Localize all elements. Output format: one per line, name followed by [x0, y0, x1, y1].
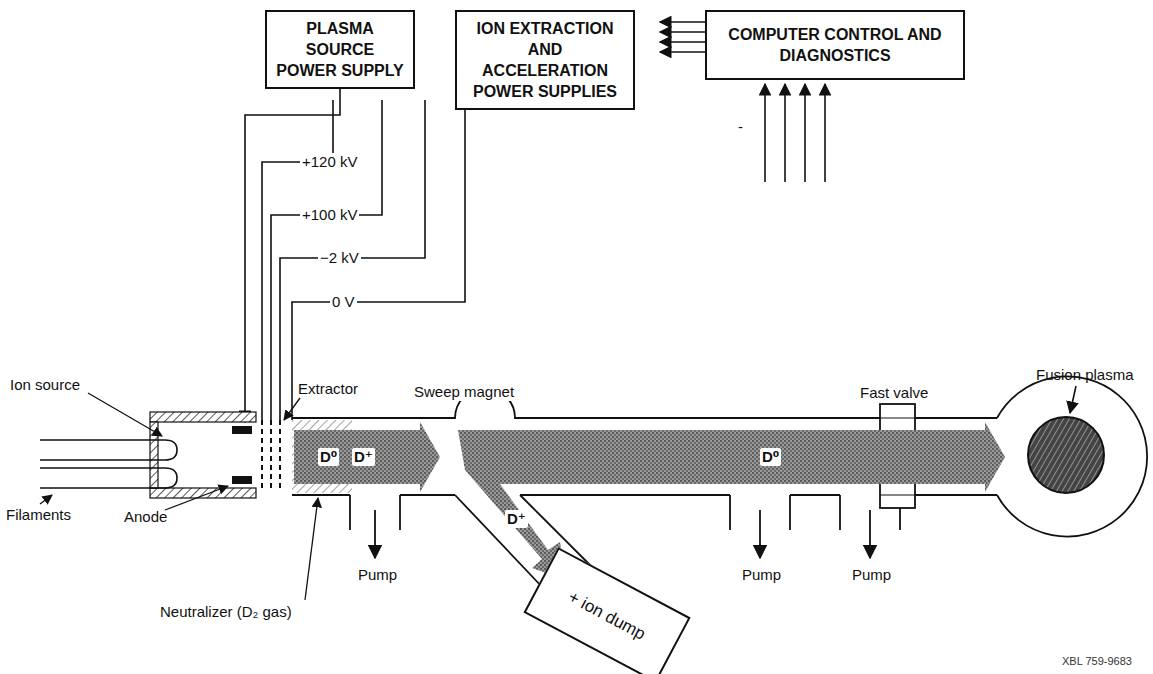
part-name: Pump [740, 566, 783, 584]
part-name: Pump [850, 566, 893, 584]
box-label: ION EXTRACTION AND ACCELERATION POWER SU… [465, 18, 625, 102]
signal-mark: - [736, 118, 745, 136]
part-name: Extractor [296, 380, 360, 398]
voltage-label: −2 kV [318, 249, 361, 267]
voltage-label: +100 kV [300, 206, 359, 224]
power-supply-box: COMPUTER CONTROL AND DIAGNOSTICS [705, 10, 965, 80]
beam-species: D⁺ [352, 448, 375, 466]
beam-species: D⁰ [318, 448, 339, 466]
part-name: Filaments [4, 506, 73, 524]
part-name: Pump [356, 566, 399, 584]
part-name: Anode [122, 508, 169, 526]
box-label: PLASMA SOURCE POWER SUPPLY [275, 18, 405, 81]
ion-dump-box: + ion dump [523, 547, 690, 674]
part-name: Ion source [8, 376, 82, 394]
part-name: Fast valve [858, 384, 930, 402]
archive-number: XBL 759-9683 [1060, 652, 1134, 670]
part-name: Sweep magnet [412, 383, 516, 401]
beam-species: D⁰ [760, 448, 781, 466]
power-supply-box: PLASMA SOURCE POWER SUPPLY [265, 10, 415, 89]
power-supply-box: ION EXTRACTION AND ACCELERATION POWER SU… [455, 10, 635, 110]
voltage-label: +120 kV [300, 153, 359, 171]
beam-species: D⁺ [505, 510, 528, 528]
part-name: Neutralizer (D₂ gas) [158, 603, 294, 621]
box-label: COMPUTER CONTROL AND DIAGNOSTICS [715, 24, 955, 66]
part-name: Fusion plasma [1034, 366, 1136, 384]
voltage-label: 0 V [330, 293, 357, 311]
box-label: + ion dump [565, 586, 650, 644]
